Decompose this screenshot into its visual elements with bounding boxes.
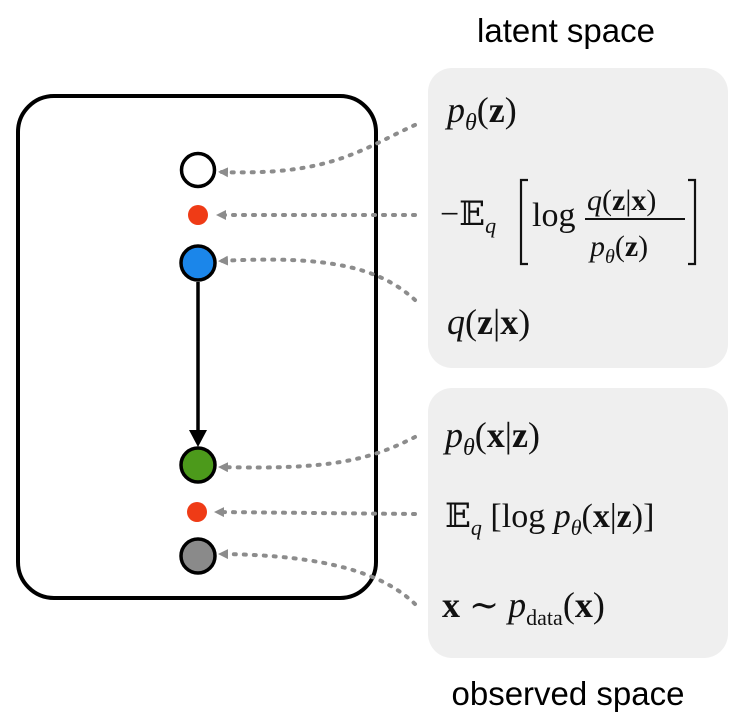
svg-text:q(z|x): q(z|x)	[587, 184, 656, 217]
connector-prior	[218, 123, 417, 178]
svg-text:q(z|x): q(z|x)	[447, 302, 530, 342]
svg-text:pθ(z): pθ(z)	[444, 90, 517, 136]
generative-arrowhead	[189, 430, 207, 447]
svg-text:x ∼ pdata(x): x ∼ pdata(x)	[442, 585, 605, 630]
formula-kl: −𝔼q log q(z|x) pθ(z)	[440, 178, 697, 268]
likelihood-x-node	[179, 446, 217, 484]
formula-data: x ∼ pdata(x)	[442, 585, 605, 630]
data-x-node	[179, 537, 217, 575]
formula-likelihood: pθ(x|z)	[442, 415, 540, 461]
connector-posterior	[218, 255, 417, 302]
svg-text:log: log	[532, 197, 575, 234]
observed-formula-panel	[428, 388, 728, 658]
reconstruction-term-dot	[187, 502, 207, 522]
observed-space-label: observed space	[452, 675, 685, 712]
svg-text:𝔼q [log pθ(x|z)]: 𝔼q [log pθ(x|z)]	[445, 498, 654, 540]
formula-reconstruction: 𝔼q [log pθ(x|z)]	[445, 498, 654, 540]
formula-posterior: q(z|x)	[447, 302, 530, 342]
formula-prior: pθ(z)	[444, 90, 517, 136]
prior-z-node	[179, 151, 217, 189]
svg-text:pθ(x|z): pθ(x|z)	[442, 415, 540, 461]
latent-space-label: latent space	[477, 12, 655, 49]
svg-text:pθ(z): pθ(z)	[588, 230, 648, 268]
latent-formula-panel	[428, 68, 728, 368]
svg-text:−𝔼q: −𝔼q	[440, 196, 496, 238]
connector-reconstruction	[214, 507, 417, 518]
posterior-z-node	[179, 244, 217, 282]
connector-likelihood	[218, 435, 417, 473]
kl-term-dot	[188, 205, 208, 225]
